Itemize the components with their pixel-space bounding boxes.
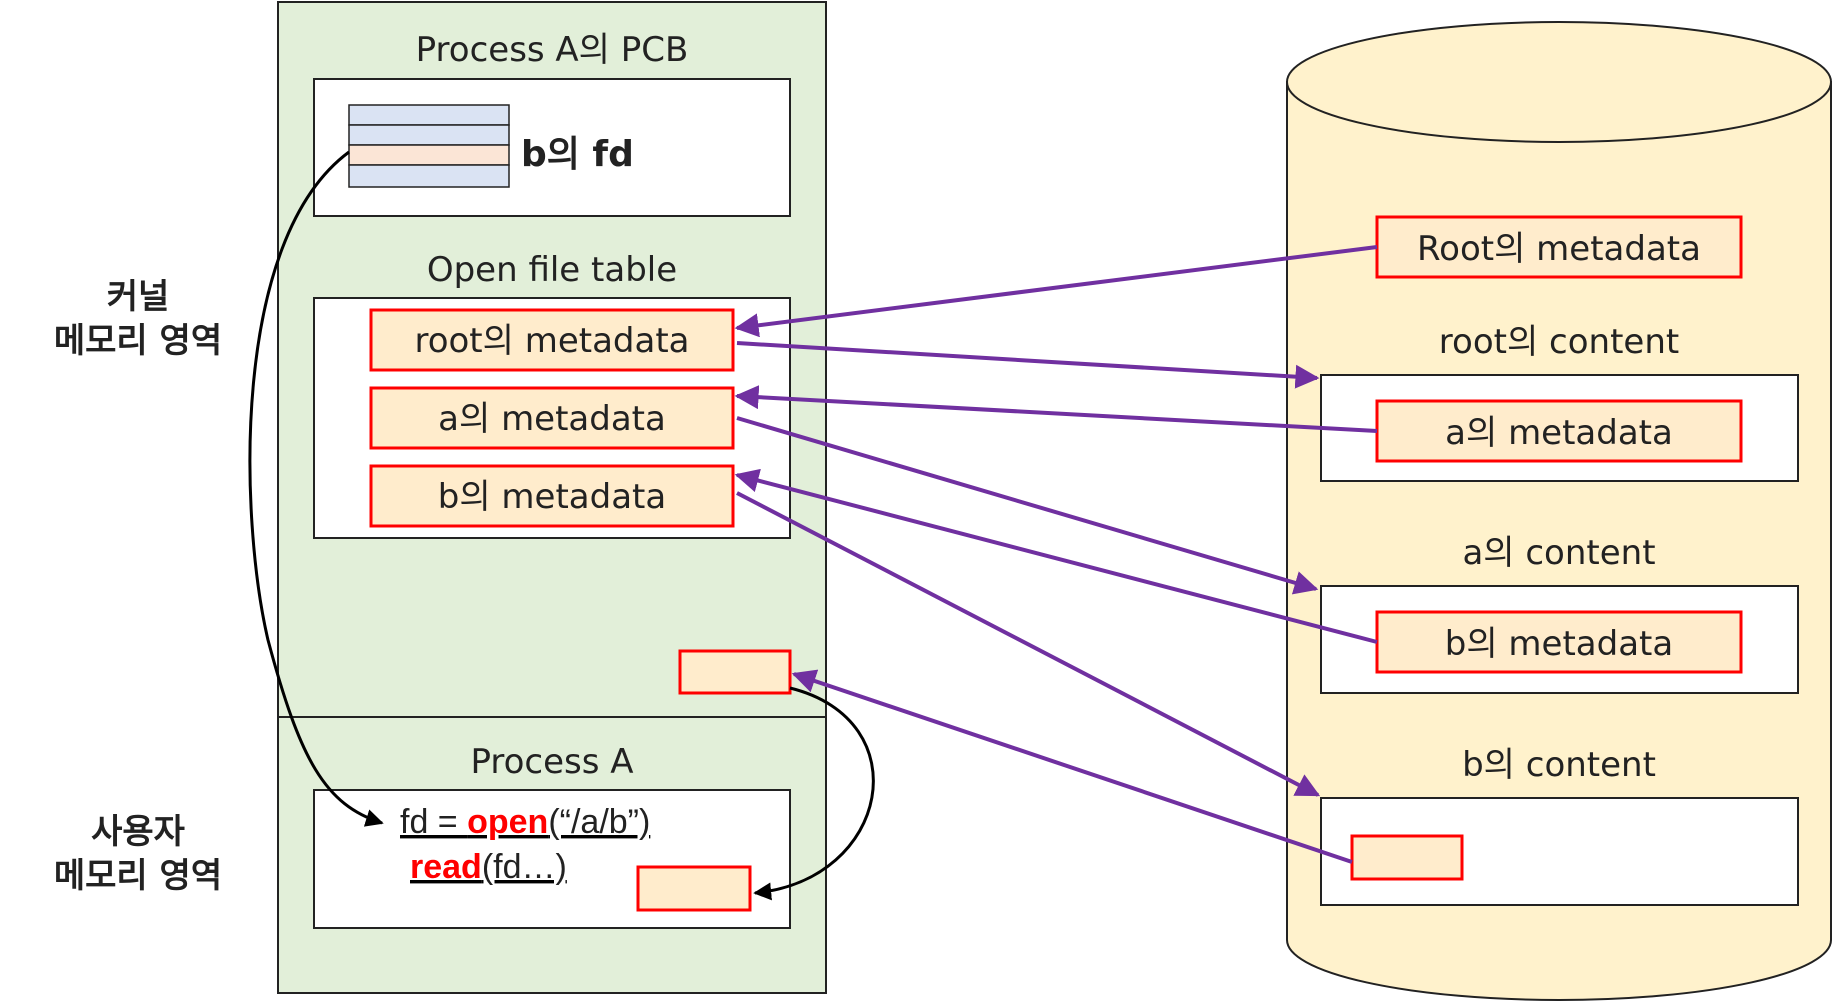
fd-label: b의 fd	[521, 134, 634, 175]
fd-table-row	[348, 164, 510, 188]
a-content-b-metadata	[1375, 610, 1743, 674]
disk-cylinder	[1286, 21, 1832, 1001]
code-open-call: open	[467, 803, 548, 841]
pcb-title: Process A의 PCB	[416, 30, 689, 70]
a-content-b-metadata-label: b의 metadata	[1445, 624, 1673, 664]
purple-arrows	[734, 245, 1378, 864]
oft-entry-a-label: a의 metadata	[438, 399, 666, 439]
kernel-memory-label-line1: 커널	[107, 277, 170, 317]
kernel-memory-label-line2: 메모리 영역	[54, 321, 222, 361]
code-line-open: fd = open(“/a/b”)	[400, 803, 650, 841]
arrow-fd-to-code	[248, 150, 384, 827]
arrow-oft-root-to-root-content	[736, 341, 1320, 389]
open-file-table-title: Open file table	[427, 250, 677, 290]
fd-table	[348, 104, 510, 188]
code-open-args: (“/a/b”)	[548, 803, 650, 841]
fd-table-row	[348, 104, 510, 126]
root-content-a-metadata-label: a의 metadata	[1445, 413, 1673, 453]
fd-table-row	[348, 124, 510, 146]
b-content-label: b의 content	[1462, 745, 1656, 785]
code-line-read: read(fd…)	[410, 848, 567, 886]
oft-entry-b	[369, 464, 735, 528]
a-content-label: a의 content	[1462, 533, 1655, 573]
arrow-oft-a-to-a-content	[736, 416, 1319, 595]
disk-root-metadata	[1375, 215, 1743, 279]
arrow-disk-root-to-oft-root	[734, 245, 1378, 338]
black-arrows	[248, 150, 875, 901]
user-buffer	[636, 865, 752, 912]
oft-entry-b-label: b의 metadata	[438, 477, 666, 517]
process-a-title: Process A	[470, 742, 633, 782]
arrow-kernel-buffer-to-user-buffer	[753, 686, 875, 901]
oft-entry-root-label: root의 metadata	[414, 321, 689, 361]
root-content-label: root의 content	[1439, 322, 1679, 362]
code-read-call: read	[410, 848, 482, 886]
user-memory-label-line1: 사용자	[91, 812, 185, 852]
disk-root-metadata-label: Root의 metadata	[1417, 229, 1701, 269]
b-content-data-block	[1350, 834, 1464, 881]
arrow-a-content-to-oft-b	[734, 468, 1378, 644]
user-memory-label-line2: 메모리 영역	[54, 856, 222, 896]
arrow-oft-b-to-b-content	[736, 491, 1321, 797]
oft-entry-a	[369, 386, 735, 450]
oft-entry-root	[369, 308, 735, 372]
kernel-buffer	[678, 649, 792, 695]
code-read-args: (fd…)	[482, 848, 567, 886]
arrow-b-content-to-kernel-buffer	[791, 669, 1353, 864]
code-fd-assign: fd =	[400, 803, 467, 841]
fd-table-row-b	[348, 144, 510, 166]
arrow-root-content-to-oft-a	[734, 385, 1378, 433]
